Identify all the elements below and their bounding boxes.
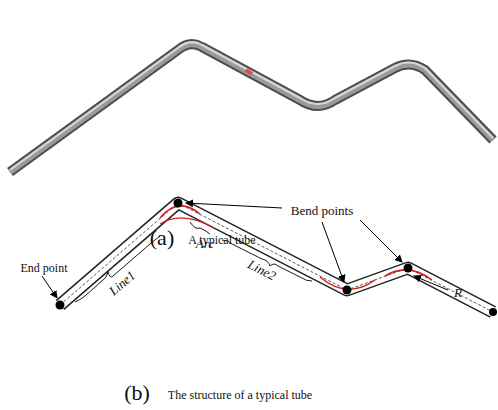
- part-name: Arc: [196, 237, 214, 250]
- part-name: Line1: [107, 268, 138, 297]
- callout-label: End point: [21, 262, 68, 274]
- tube-photo: [10, 42, 493, 172]
- tube-structure: [42, 199, 497, 317]
- callout-label: Bend points: [291, 204, 353, 217]
- caption-letter: (a): [150, 227, 174, 249]
- caption-letter: (b): [124, 382, 150, 404]
- dimension-label: R: [454, 286, 462, 299]
- part-name: Line2: [246, 257, 278, 282]
- caption-text: The structure of a typical tube: [168, 389, 312, 401]
